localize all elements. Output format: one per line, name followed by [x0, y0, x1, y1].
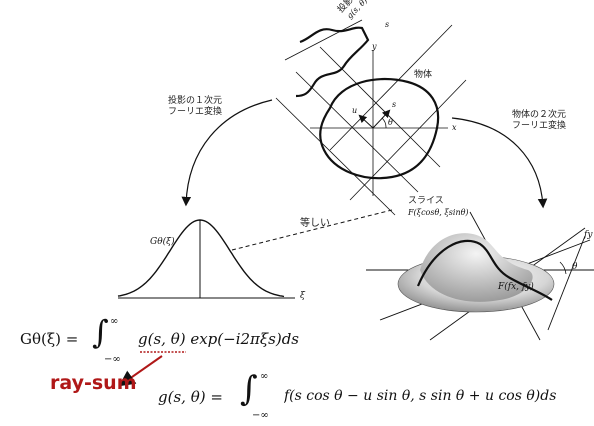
u-axis-line: [349, 79, 467, 201]
fourier-2d-label: 物体の２次元 フーリエ変換: [494, 110, 584, 132]
slice-label: スライス: [408, 196, 444, 206]
fourier-1d-line2: フーリエ変換: [167, 107, 222, 117]
ray-sum-pointer: [118, 355, 163, 387]
s-unit-vector: [372, 109, 391, 129]
arrow-to-1d-fourier: [181, 99, 273, 207]
eq1-rhs: g(s, θ) exp(−i2πξs)ds: [138, 330, 300, 348]
parallel-ray-3: [275, 97, 396, 216]
angle-arc: [381, 117, 387, 129]
ray-sum-annotation: ray-sum: [50, 372, 137, 394]
eq2-rhs: f(s cos θ − u sin θ, s sin θ + u cos θ)d…: [284, 388, 557, 404]
gaussian-curve: [117, 219, 285, 298]
s-axis-label-top: s: [385, 20, 390, 29]
eq2-upper: ∞: [260, 371, 269, 382]
gaussian-plot: [117, 219, 295, 299]
object-space-diagram: [275, 19, 467, 216]
fourier-2d-line1: 物体の２次元: [511, 110, 566, 120]
object-outline: [319, 78, 440, 180]
slice-coords-label: F(ξcosθ, ξsinθ): [408, 208, 469, 217]
theta-arc: [559, 261, 567, 275]
eq2-lower: −∞: [252, 410, 269, 421]
equation-1: Gθ(ξ) =: [20, 330, 78, 348]
projection-profile: [295, 26, 370, 98]
fourier-1d-label: 投影の１次元 フーリエ変換: [150, 96, 240, 118]
eq2-lhs: g(s, θ) =: [158, 388, 223, 406]
u-vector-label: u: [352, 106, 358, 115]
eq2-integral-sign: ∫: [240, 369, 258, 409]
xi-axis-label: ξ: [300, 291, 305, 301]
fy-axis-line: [547, 235, 586, 331]
arrow-to-2d-fourier: [451, 117, 548, 209]
s-axis-line: [329, 24, 453, 151]
parallel-ray-2: [295, 71, 419, 193]
y-axis-label: y: [372, 42, 377, 51]
equal-label: 等しい: [300, 218, 330, 229]
eq1-lhs: Gθ(ξ) =: [20, 330, 79, 348]
fourier-surface: [366, 211, 594, 341]
eq1-lower: −∞: [104, 354, 121, 365]
fy-axis-label: fy: [584, 230, 593, 240]
projection-baseline: [284, 19, 363, 61]
slice-curve: [416, 239, 553, 301]
s-vector-label: s: [392, 100, 397, 109]
u-unit-vector: [358, 114, 374, 129]
g-theta-label: Gθ(ξ): [150, 237, 175, 247]
x-axis-label: x: [452, 123, 457, 132]
theta-label: θ: [388, 118, 393, 127]
surface-peak: [420, 233, 533, 302]
parallel-ray-1: [319, 46, 441, 168]
eq1-integral-sign: ∫: [92, 313, 109, 351]
surface-label: F(fx, fy): [498, 282, 534, 292]
eq1-upper: ∞: [110, 316, 119, 327]
fourier-2d-line2: フーリエ変換: [511, 121, 566, 131]
theta-right-label: θ: [572, 262, 578, 272]
object-label: 物体: [414, 70, 433, 80]
equality-dashed-line: [231, 209, 393, 251]
fourier-1d-line1: 投影の１次元: [167, 96, 222, 106]
